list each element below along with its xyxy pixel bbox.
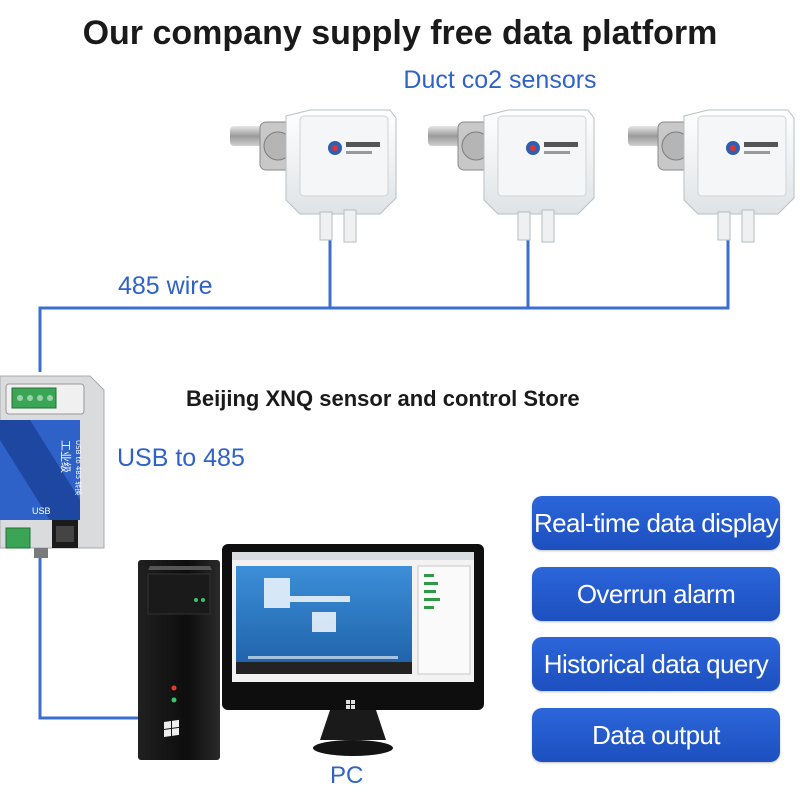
- feature-historical-query: Historical data query: [532, 637, 780, 691]
- store-label: Beijing XNQ sensor and control Store: [186, 386, 580, 411]
- pc-monitor: [222, 544, 484, 756]
- duct-co2-sensor-1: [230, 109, 397, 243]
- converter-chinese-label: 工业级: [59, 440, 72, 473]
- duct-co2-sensor-2: [428, 109, 595, 243]
- converter-label: USB to 485: [117, 444, 245, 472]
- feature-realtime-display: Real-time data display: [532, 496, 780, 550]
- converter-side-label: USB to 485 转换: [74, 440, 83, 495]
- windows-logo-icon: [346, 700, 355, 709]
- duct-co2-sensor-3: [628, 109, 795, 243]
- pc-tower: [138, 560, 220, 760]
- page-title: Our company supply free data platform: [82, 14, 718, 52]
- wire-label: 485 wire: [118, 272, 213, 300]
- feature-overrun-alarm: Overrun alarm: [532, 567, 780, 621]
- windows-logo-icon: [164, 719, 179, 737]
- converter-usb-label: USB: [32, 506, 51, 516]
- usb-to-485-converter: 工业级 USB to 485 转换 USB: [0, 375, 105, 558]
- pc-label: PC: [330, 762, 364, 789]
- rs485-wire: [38, 240, 730, 720]
- feature-data-output: Data output: [532, 708, 780, 762]
- sensors-label: Duct co2 sensors: [403, 66, 597, 94]
